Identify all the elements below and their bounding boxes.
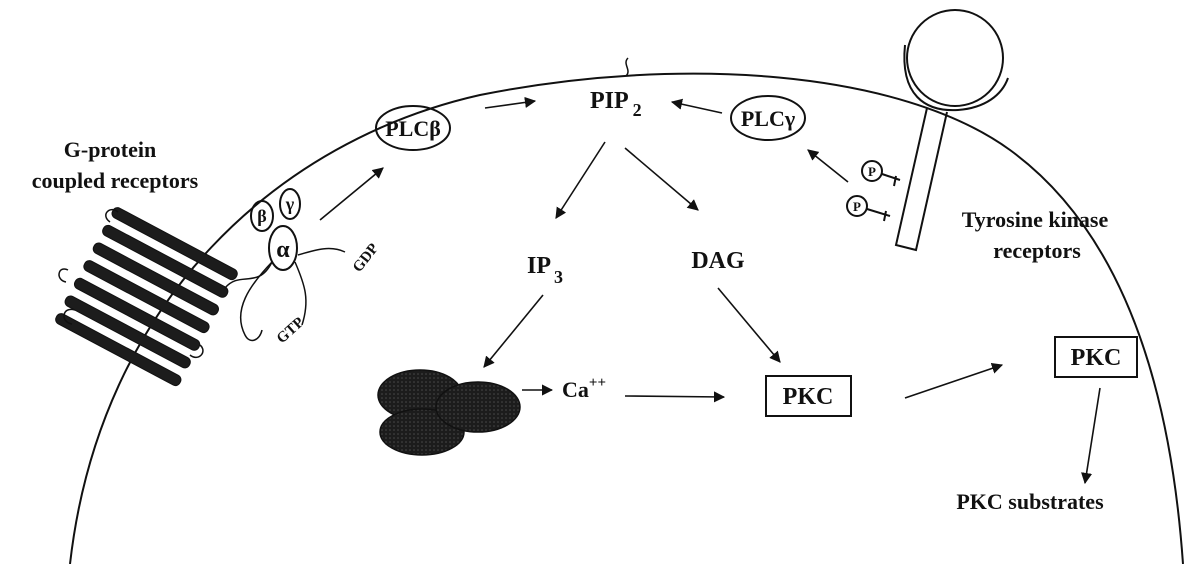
phosphate-group-2: P bbox=[846, 195, 891, 222]
ip3-main: IP bbox=[527, 253, 551, 279]
endoplasmic-reticulum-ca-store bbox=[377, 369, 521, 456]
gpcr-label-line1: G-protein bbox=[64, 137, 156, 162]
g-alpha-label: α bbox=[276, 237, 290, 263]
g-protein: α β γ bbox=[224, 188, 346, 342]
arrow-pip2-to-ip3 bbox=[555, 141, 606, 219]
calcium-superscript: ++ bbox=[589, 375, 606, 391]
g-gamma-label: γ bbox=[285, 194, 295, 214]
arrow-gprotein-to-plcbeta bbox=[319, 167, 384, 221]
arrow-pkc-to-substrates bbox=[1081, 387, 1101, 485]
arrow-receptor-to-plcgamma bbox=[807, 149, 849, 183]
pkc-substrates-label: PKC substrates bbox=[956, 489, 1104, 514]
pkc-box-center bbox=[765, 375, 852, 417]
calcium-label: Ca++ bbox=[562, 375, 606, 402]
arrow-calcium-to-pkc bbox=[624, 391, 726, 403]
arrow-pkc-to-membrane-pkc bbox=[904, 362, 1004, 399]
pip2-lipid-tail bbox=[625, 57, 629, 77]
plc-gamma-oval bbox=[730, 95, 806, 141]
arrow-ip3-to-er bbox=[483, 294, 544, 368]
gpcr-receptor bbox=[55, 207, 238, 387]
rtk-label-line2: receptors bbox=[993, 238, 1081, 263]
arrow-dag-to-pkc bbox=[717, 287, 781, 363]
pkc-center-label: PKC bbox=[783, 384, 834, 410]
arrow-pip2-to-dag bbox=[624, 147, 699, 211]
gpcr-label-line2: coupled receptors bbox=[32, 168, 199, 193]
gtp-label: GTP bbox=[274, 314, 308, 347]
pkc-right-label: PKC bbox=[1071, 345, 1122, 371]
pip2-subscript: 2 bbox=[633, 100, 642, 120]
plc-beta-label: PLCβ bbox=[385, 116, 441, 141]
arrow-plcbeta-to-pip2 bbox=[484, 96, 537, 109]
svg-text:P: P bbox=[868, 164, 876, 179]
ip3-subscript: 3 bbox=[554, 267, 563, 287]
gdp-label: GDP bbox=[350, 241, 382, 276]
calcium-main: Ca bbox=[562, 377, 589, 402]
pkc-box-right bbox=[1054, 336, 1138, 378]
rtk-label-line1: Tyrosine kinase bbox=[962, 207, 1109, 232]
plc-beta-oval bbox=[375, 105, 451, 151]
pip2-main: PIP bbox=[590, 88, 629, 114]
svg-text:P: P bbox=[853, 199, 861, 214]
dag-label: DAG bbox=[691, 248, 745, 274]
arrow-plcgamma-to-pip2 bbox=[670, 98, 723, 114]
pathway-arrows bbox=[319, 96, 1101, 485]
tyrosine-kinase-receptor bbox=[894, 9, 1009, 252]
g-beta-label: β bbox=[257, 206, 266, 226]
plc-gamma-label: PLCγ bbox=[741, 106, 795, 131]
phosphate-group-1: P bbox=[861, 160, 901, 187]
